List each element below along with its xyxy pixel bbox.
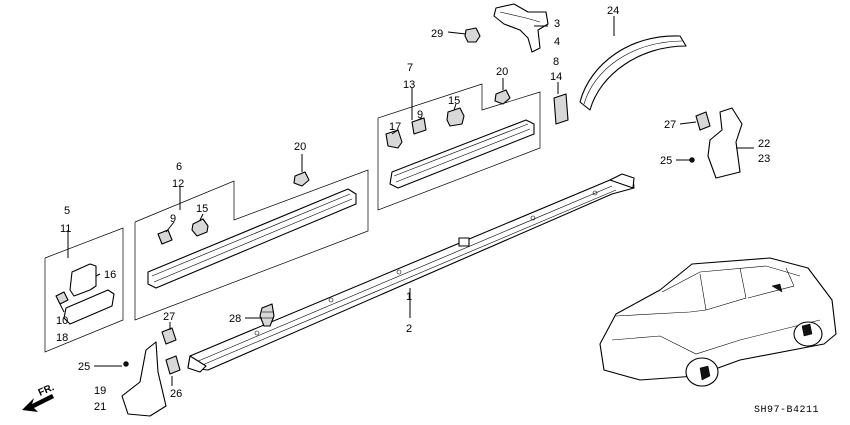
- callout-21: 21: [94, 401, 106, 413]
- callout-6: 6: [176, 161, 182, 173]
- callout-23: 23: [758, 153, 770, 165]
- callout-20a: 20: [294, 141, 306, 153]
- clip-20-right: [494, 78, 511, 105]
- leader-lines: [59, 16, 754, 386]
- callout-10: 10: [56, 315, 68, 327]
- callout-7: 7: [407, 62, 413, 74]
- callout-15a: 15: [196, 203, 208, 215]
- diagram-code: SH97-B4211: [754, 405, 819, 416]
- callout-27a: 27: [163, 311, 175, 323]
- callout-5: 5: [64, 205, 70, 217]
- rear-door-molding: [389, 119, 535, 189]
- mudguard-rear: [689, 107, 743, 179]
- callout-18: 18: [56, 332, 68, 344]
- callout-26: 26: [170, 388, 182, 400]
- callout-28: 28: [229, 313, 241, 325]
- direction-label: FR.: [37, 382, 56, 399]
- side-sill-garnish: [187, 173, 635, 373]
- clip-20-left: [293, 154, 310, 187]
- clip-15-right: [446, 107, 465, 127]
- callout-27b: 27: [664, 119, 676, 131]
- bracket-3-4: [493, 3, 549, 53]
- callout-9b: 9: [417, 109, 423, 121]
- callout-24: 24: [607, 5, 619, 17]
- callout-16: 16: [104, 269, 116, 281]
- callout-19: 19: [94, 385, 106, 397]
- clip-15-left: [191, 218, 209, 237]
- callout-8: 8: [553, 56, 559, 68]
- callout-25a: 25: [78, 361, 90, 373]
- callout-1: 1: [406, 291, 412, 303]
- rear-garnish-group-box: [44, 227, 124, 353]
- mudguard-front: [121, 327, 181, 417]
- callout-3: 3: [554, 18, 560, 30]
- callouts: 1 2 3 4 5 6 7 8 9 9 10 11 12 13 14 15 15…: [56, 5, 770, 413]
- callout-11: 11: [60, 223, 71, 235]
- callout-9a: 9: [170, 213, 176, 225]
- callout-14: 14: [550, 71, 562, 83]
- clip-17: [385, 129, 403, 149]
- callout-22: 22: [758, 138, 770, 150]
- callout-17: 17: [389, 121, 401, 133]
- front-door-molding: [147, 188, 357, 289]
- clip-28: [259, 303, 275, 327]
- callout-29: 29: [431, 28, 443, 40]
- callout-13: 13: [403, 79, 415, 91]
- car-silhouette-icon: [599, 257, 837, 387]
- garnish-16: [69, 263, 97, 297]
- callout-12: 12: [172, 178, 184, 190]
- pad-8-14: [553, 93, 569, 125]
- callout-20b: 20: [496, 66, 508, 78]
- wheel-arch-molding-24: [579, 35, 687, 111]
- arrow-front-icon: [22, 394, 54, 412]
- callout-4: 4: [554, 36, 560, 48]
- callout-2: 2: [406, 323, 412, 335]
- clip-9-left: [157, 229, 173, 245]
- rear-molding-group-box: [377, 83, 541, 211]
- clip-29: [464, 27, 481, 43]
- callout-15b: 15: [448, 95, 460, 107]
- door-molding-group-box: [134, 169, 369, 321]
- garnish-10-18: [55, 289, 115, 325]
- callout-25b: 25: [660, 155, 672, 167]
